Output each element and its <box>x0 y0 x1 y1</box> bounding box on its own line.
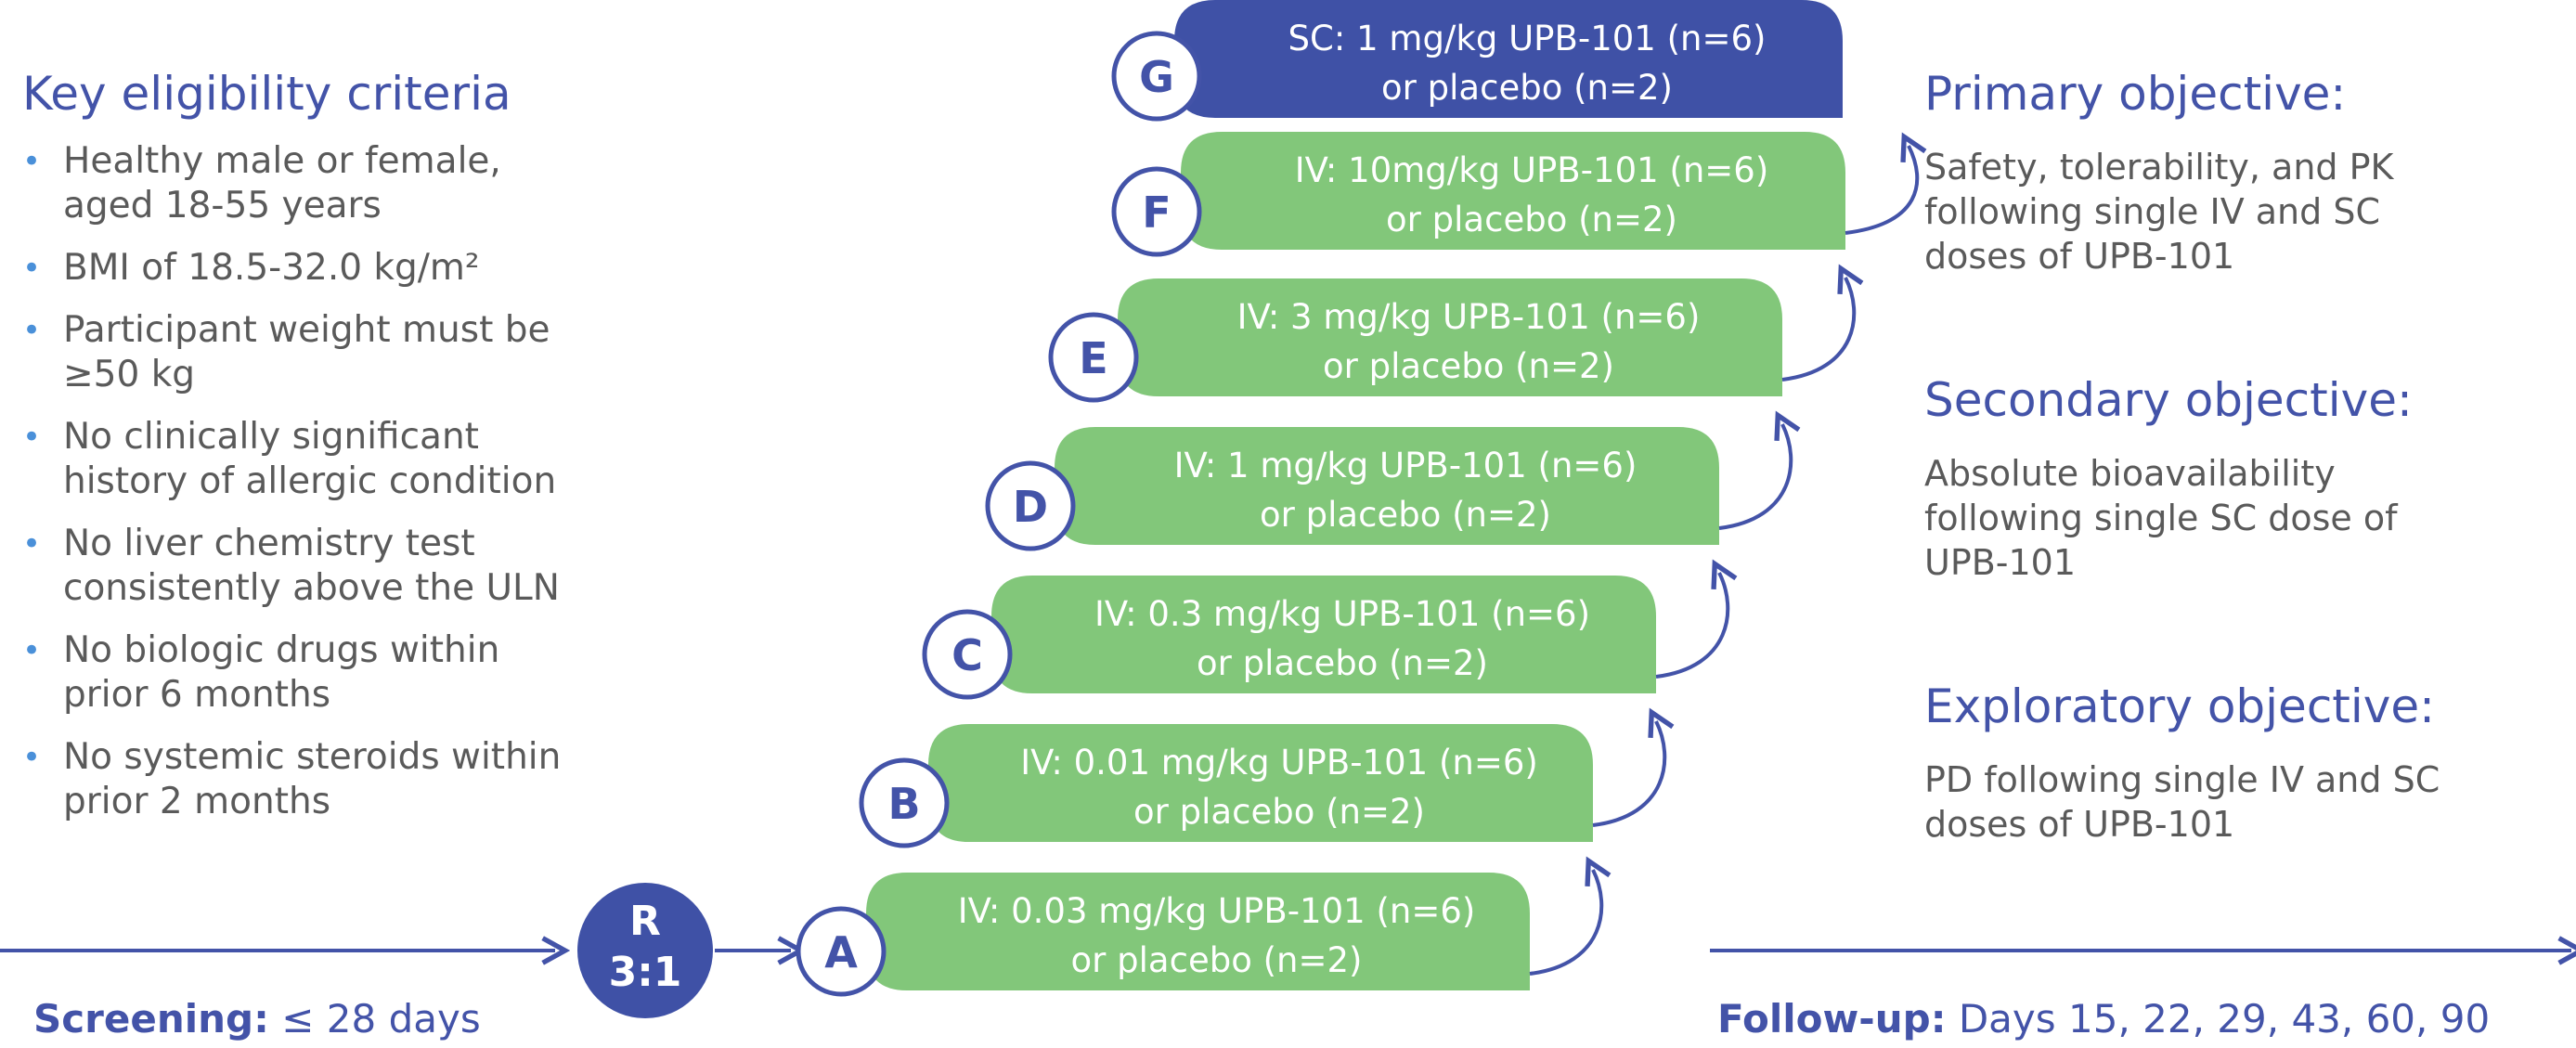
bullet-icon: • <box>22 739 42 776</box>
escalation-arrow <box>1592 721 1664 827</box>
eligibility-item: •Healthy male or female,aged 18-55 years <box>22 140 501 226</box>
cohort-dose-label: IV: 0.01 mg/kg UPB-101 (n=6) <box>1020 743 1538 783</box>
primary-objective-text: Safety, tolerability, and PK following s… <box>1924 147 2394 277</box>
escalation-arrow <box>1845 146 1917 235</box>
cohort-d: IV: 1 mg/kg UPB-101 (n=6) or placebo (n=2… <box>985 427 1719 551</box>
screening-label: Screening: ≤ 28 days <box>33 996 481 1042</box>
bullet-icon: • <box>22 143 42 180</box>
bullet-icon: • <box>22 632 42 669</box>
cohort-letter: F <box>1142 188 1171 238</box>
escalation-arrow <box>1718 424 1791 530</box>
cohort-box <box>1055 427 1719 545</box>
cohort-dose-label: IV: 1 mg/kg UPB-101 (n=6) <box>1174 446 1638 485</box>
escalation-arrows <box>1529 146 1917 976</box>
bullet-icon: • <box>22 312 42 349</box>
cohort-letter-circle <box>1111 166 1202 257</box>
cohort-box <box>928 724 1593 842</box>
cohort-layer: IV: 0.03 mg/kg UPB-101 (n=6) or placebo (… <box>796 0 1845 997</box>
primary-objective-title: Primary objective: <box>1924 67 2347 121</box>
exploratory-objective-title: Exploratory objective: <box>1924 679 2435 733</box>
cohort-placebo-label: or placebo (n=2) <box>1386 200 1677 239</box>
cohort-placebo-label: or placebo (n=2) <box>1323 346 1614 386</box>
eligibility-item: •Participant weight must be≥50 kg <box>22 309 550 395</box>
cohort-e: IV: 3 mg/kg UPB-101 (n=6) or placebo (n=2… <box>1048 278 1782 403</box>
cohort-dose-label: IV: 10mg/kg UPB-101 (n=6) <box>1295 150 1769 190</box>
cohort-dose-label: IV: 3 mg/kg UPB-101 (n=6) <box>1237 297 1701 337</box>
followup-title: Follow-up: <box>1717 996 1947 1042</box>
cohort-placebo-label: or placebo (n=2) <box>1071 940 1363 980</box>
cohort-letter-circle <box>859 757 950 848</box>
bullet-icon: • <box>22 419 42 456</box>
cohort-box <box>1118 278 1782 396</box>
cohort-letter-circle <box>922 609 1013 700</box>
cohort-letter: E <box>1079 333 1107 383</box>
escalation-arrow <box>1529 870 1601 976</box>
cohort-placebo-label: or placebo (n=2) <box>1133 792 1425 832</box>
cohort-placebo-label: or placebo (n=2) <box>1197 643 1488 683</box>
cohort-box <box>991 576 1656 693</box>
cohort-box <box>1181 132 1845 250</box>
cohort-letter: C <box>951 630 983 680</box>
screening-title: Screening: <box>33 996 269 1042</box>
eligibility-item: •BMI of 18.5-32.0 kg/m² <box>22 247 480 289</box>
cohort-letter: B <box>887 779 920 829</box>
cohort-b: IV: 0.01 mg/kg UPB-101 (n=6) or placebo (… <box>859 724 1593 848</box>
cohort-letter-circle <box>1048 312 1139 403</box>
cohort-box <box>1174 0 1843 118</box>
cohort-letter-circle <box>1111 31 1202 122</box>
randomization-ratio: 3:1 <box>609 949 682 996</box>
bullet-icon: • <box>22 525 42 563</box>
cohort-letter-circle <box>796 906 887 997</box>
cohort-placebo-label: or placebo (n=2) <box>1260 495 1551 535</box>
secondary-objective-title: Secondary objective: <box>1924 373 2413 427</box>
eligibility-list: •Healthy male or female,aged 18-55 years… <box>22 139 579 842</box>
cohort-placebo-label: or placebo (n=2) <box>1381 68 1673 108</box>
cohort-c: IV: 0.3 mg/kg UPB-101 (n=6) or placebo (n… <box>922 576 1656 700</box>
cohort-letter: G <box>1139 52 1174 102</box>
eligibility-title: Key eligibility criteria <box>22 67 511 121</box>
cohort-letter: D <box>1013 482 1048 532</box>
escalation-arrow <box>1781 278 1854 382</box>
randomization-label: R <box>629 898 661 945</box>
secondary-objective-text: Absolute bioavailability following singl… <box>1924 453 2398 583</box>
cohort-letter-circle <box>985 460 1076 551</box>
screening-value: ≤ 28 days <box>281 996 481 1042</box>
followup-label: Follow-up: Days 15, 22, 29, 43, 60, 90 <box>1717 996 2490 1042</box>
cohort-f: IV: 10mg/kg UPB-101 (n=6) or placebo (n=2… <box>1111 132 1845 257</box>
cohort-a: IV: 0.03 mg/kg UPB-101 (n=6) or placebo (… <box>796 873 1530 997</box>
cohort-letter: A <box>824 927 858 977</box>
cohort-dose-label: IV: 0.03 mg/kg UPB-101 (n=6) <box>958 891 1476 931</box>
cohort-g: SC: 1 mg/kg UPB-101 (n=6) or placebo (n=2… <box>1111 0 1843 122</box>
cohort-box <box>866 873 1530 990</box>
cohort-dose-label: IV: 0.3 mg/kg UPB-101 (n=6) <box>1094 594 1590 634</box>
escalation-arrow <box>1655 573 1728 679</box>
followup-value: Days 15, 22, 29, 43, 60, 90 <box>1958 996 2491 1042</box>
bullet-icon: • <box>22 250 42 287</box>
exploratory-objective-text: PD following single IV and SC doses of U… <box>1924 759 2440 845</box>
randomization-node: R 3:1 <box>577 883 713 1018</box>
cohort-dose-label: SC: 1 mg/kg UPB-101 (n=6) <box>1288 19 1767 58</box>
